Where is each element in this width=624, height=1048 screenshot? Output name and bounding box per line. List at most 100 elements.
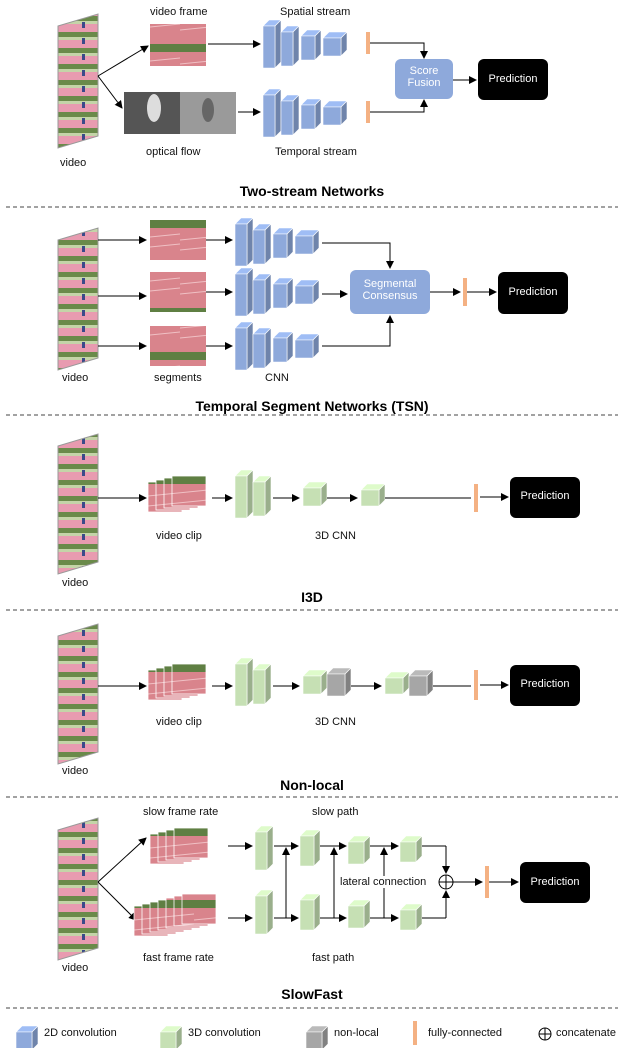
cnn-label: CNN: [265, 372, 289, 384]
conv2d-block: [300, 29, 322, 61]
optical-flow-label: optical flow: [146, 146, 201, 158]
conv2d-block: [300, 98, 322, 130]
i3d-diagram: [57, 433, 580, 575]
segment-image: [150, 220, 206, 260]
conv3d-block: [347, 899, 371, 929]
prediction-label: Prediction: [530, 876, 580, 888]
video-clip-label: video clip: [156, 716, 202, 728]
conv2d-block: [272, 277, 294, 309]
video-label: video: [62, 962, 89, 974]
prediction-box: [478, 59, 548, 100]
conv2d-block: [234, 267, 254, 317]
section-title: Temporal Segment Networks (TSN): [195, 398, 429, 414]
conv3d-block: [252, 663, 272, 705]
segment-image: [150, 272, 206, 312]
conv3d-block: [347, 835, 371, 865]
temporal-stream-label: Temporal stream: [275, 146, 357, 158]
conv3d-block: [302, 481, 328, 507]
fc-layer: [366, 32, 370, 54]
prediction-label: Prediction: [520, 678, 570, 690]
legend-nonlocal-label: non-local: [334, 1027, 379, 1039]
legend: [15, 1021, 552, 1048]
3d-cnn-label: 3D CNN: [315, 530, 356, 542]
spatial-cnn: [262, 19, 348, 69]
prediction-box: [510, 477, 580, 518]
video-frame-image: [150, 24, 206, 66]
fc-layer: [474, 484, 478, 512]
fc-layer: [366, 101, 370, 123]
legend-3d-label: 3D convolution: [188, 1027, 261, 1039]
prediction-box: [498, 272, 568, 314]
conv3d-block: [234, 657, 254, 707]
conv3d-block: [384, 671, 410, 695]
3d-cnn-label: 3D CNN: [315, 716, 356, 728]
video-strip: [57, 227, 99, 371]
legend-3d-swatch: [159, 1025, 183, 1048]
conv2d-block: [252, 273, 272, 315]
prediction-box: [520, 862, 590, 903]
prediction-label: Prediction: [488, 73, 538, 85]
section-dividers: [6, 206, 618, 1009]
segment-image: [150, 326, 206, 366]
lateral-connection-label: lateral connection: [340, 876, 427, 888]
fast-frame-rate-label: fast frame rate: [143, 952, 214, 964]
legend-concatenate-label: concatenate: [556, 1027, 616, 1039]
video-label: video: [62, 372, 89, 384]
video-strip: [57, 817, 99, 961]
conv2d-block: [294, 229, 320, 255]
nonlocal-diagram: [57, 623, 580, 765]
fc-layer: [463, 278, 467, 306]
segmental-consensus-box: [350, 270, 430, 314]
conv2d-block: [280, 94, 300, 136]
conv2d-block: [294, 279, 320, 305]
video-label: video: [60, 157, 87, 169]
conv2d-block: [322, 31, 348, 57]
legend-nonlocal-swatch: [305, 1025, 329, 1048]
video-strip: [57, 13, 99, 149]
section-title: I3D: [301, 589, 323, 605]
segmental-consensus-label: Segmental Consensus: [362, 278, 418, 302]
clip-frame: [181, 893, 217, 925]
prediction-label: Prediction: [520, 490, 570, 502]
slowfast-diagram: [57, 817, 590, 961]
conv3d-block: [299, 829, 321, 867]
video-strip: [57, 623, 99, 765]
conv3d-block: [360, 483, 386, 507]
conv2d-block: [252, 223, 272, 265]
legend-2d-swatch: [15, 1025, 39, 1048]
conv2d-block: [234, 321, 254, 371]
spatial-stream-label: Spatial stream: [280, 6, 351, 18]
clip-frame: [171, 663, 207, 695]
segments-label: segments: [154, 372, 202, 384]
two-stream-diagram: [57, 13, 548, 149]
nonlocal-block: [408, 669, 434, 697]
video-label: video: [62, 765, 89, 777]
section-title: Two-stream Networks: [239, 183, 385, 199]
fc-layer: [485, 866, 489, 898]
fast-path-label: fast path: [312, 952, 355, 964]
conv3d-block: [302, 669, 328, 695]
video-clip-label: video clip: [156, 530, 202, 542]
clip-frame: [173, 827, 209, 859]
clip-frame: [171, 475, 207, 507]
conv3d-block: [234, 469, 254, 519]
video-frame-label: video frame: [150, 6, 208, 18]
conv3d-block: [299, 893, 321, 931]
video-label: video: [62, 577, 89, 589]
conv2d-block: [272, 331, 294, 363]
conv3d-block: [254, 889, 274, 935]
slow-path-label: slow path: [312, 806, 359, 818]
prediction-label: Prediction: [508, 286, 558, 298]
fc-layer: [474, 670, 478, 700]
legend-fc-swatch: [413, 1021, 417, 1045]
conv2d-block: [322, 100, 348, 126]
conv2d-block: [262, 19, 282, 69]
conv2d-block: [252, 327, 272, 369]
conv3d-block: [252, 475, 272, 517]
tsn-diagram: [57, 217, 568, 371]
legend-2d-label: 2D convolution: [44, 1027, 117, 1039]
conv2d-block: [234, 217, 254, 267]
conv3d-block: [399, 903, 423, 931]
temporal-cnn: [262, 88, 348, 138]
